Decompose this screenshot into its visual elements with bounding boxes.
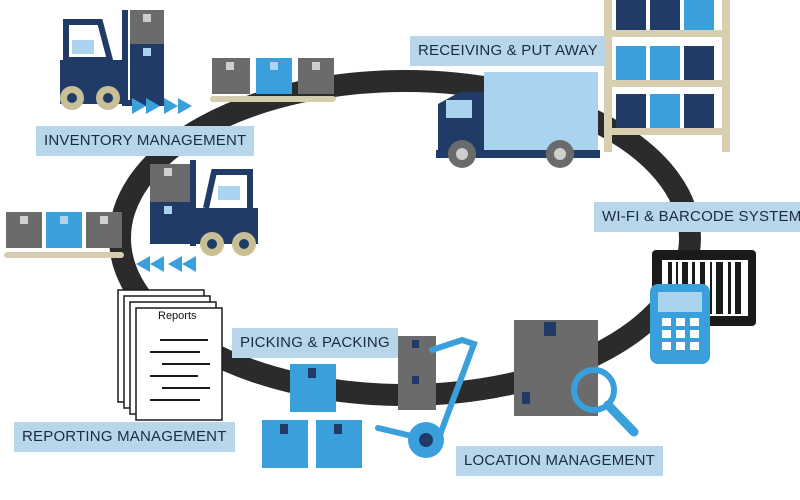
barcode-scanner-icon (650, 284, 710, 364)
stage-label-inventory: INVENTORY MANAGEMENT (36, 126, 255, 156)
report-document-icon (117, 289, 223, 421)
stage-label-wifi-barcode: WI-FI & BARCODE SYSTEM (594, 202, 800, 232)
stage-label-receiving: RECEIVING & PUT AWAY (410, 36, 606, 66)
direction-arrows-left (136, 256, 196, 272)
forklift-icon (60, 10, 168, 110)
report-document-title: Reports (158, 310, 197, 322)
magnifier-icon (571, 367, 639, 437)
stage-label-location: LOCATION MANAGEMENT (456, 446, 664, 476)
location-box (514, 320, 598, 416)
stacked-box-group (130, 10, 164, 100)
conveyor-belt-icon (210, 58, 336, 102)
stage-label-reporting: REPORTING MANAGEMENT (14, 422, 235, 452)
direction-arrows-right (132, 98, 192, 114)
storage-rack-icon (604, 0, 730, 152)
packing-boxes (262, 364, 362, 468)
delivery-truck-icon (436, 72, 600, 168)
stacked-box-group-left (150, 164, 190, 244)
conveyor-belt-icon-left (4, 212, 124, 258)
hand-truck-icon (375, 336, 478, 458)
forklift-icon-left (190, 160, 258, 256)
stage-label-picking: PICKING & PACKING (232, 328, 398, 358)
